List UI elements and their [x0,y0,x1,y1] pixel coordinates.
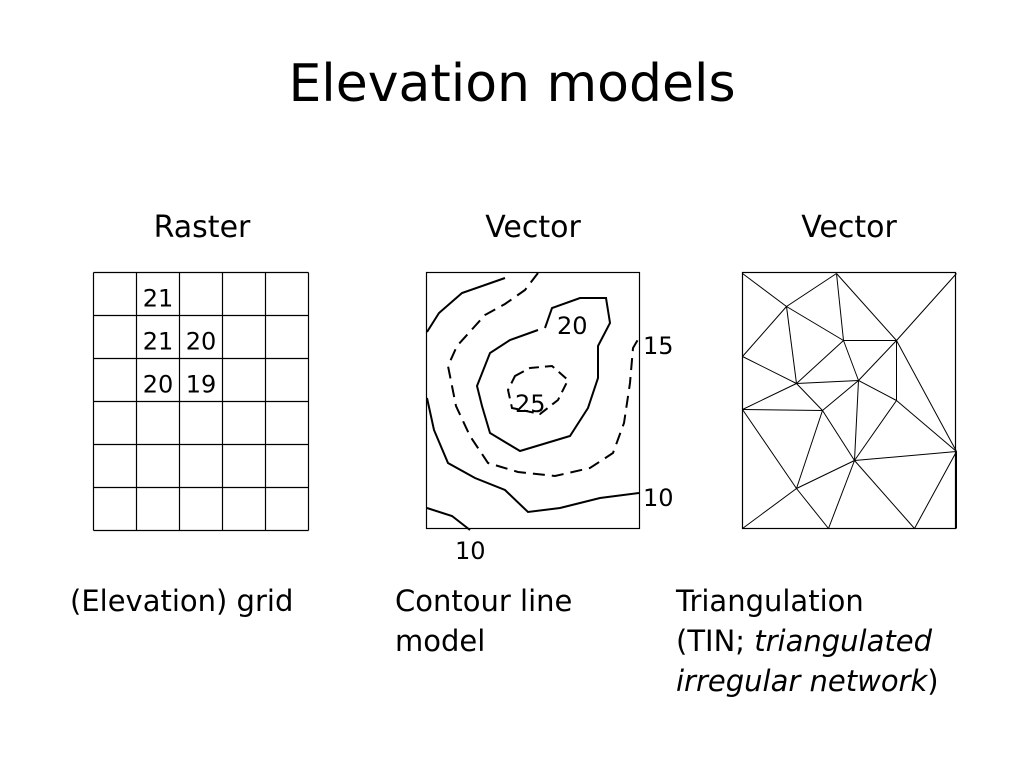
contour-caption: Contour line model [395,581,572,661]
contour-frame [425,271,641,530]
tin-edge [836,273,844,341]
contour-label-20: 20 [557,312,588,340]
raster-grid: 21 21 20 20 19 [92,271,310,532]
contour-line [426,507,471,531]
contour-line [446,272,641,478]
tin-edge [742,488,797,529]
tin-network [741,271,957,530]
grid-cell-value: 21 [143,328,174,356]
contour-caption-line2: model [395,624,486,658]
tin-caption-prefix: (TIN; [676,624,755,658]
tin-edge [854,460,915,529]
contour-caption-line1: Contour line [395,584,573,618]
tin-edge [836,273,897,341]
contour-label-10-right: 10 [643,484,674,512]
slide-title: Elevation models [288,54,736,114]
tin-caption-line1: Triangulation [676,584,864,618]
contour-line [426,397,640,514]
grid-cell-value: 20 [143,371,174,399]
tin-edge [796,460,855,489]
tin-edge [896,400,957,452]
contour-label-10-bottom: 10 [455,537,486,565]
tin-caption-line2: (TIN; triangulated [676,621,939,661]
tin-edge [854,380,859,461]
tin-edge [828,460,855,529]
tin-edge [742,409,797,489]
contour-map: 20 25 [425,271,641,531]
tin-edge [796,410,823,489]
contour-heading: Vector [485,210,581,245]
tin-edge [796,380,859,384]
raster-caption: (Elevation) grid [70,584,294,618]
grid-cell-value: 19 [186,371,217,399]
tin-edge [786,273,837,307]
grid-cell-value: 21 [143,285,174,313]
tin-edge [742,273,787,307]
contour-line [426,277,506,333]
raster-heading: Raster [153,210,251,245]
tin-edge [796,488,829,529]
grid-cell-value: 20 [186,328,217,356]
tin-edge [742,383,797,410]
tin-edge [742,356,797,384]
contour-line [506,364,570,416]
tin-caption: Triangulation (TIN; triangulated irregul… [676,581,939,701]
tin-edge [854,400,897,461]
tin-edge [843,340,859,381]
tin-edge [896,273,957,341]
tin-edge [858,380,897,401]
tin-edge [742,306,787,357]
tin-edge [854,451,957,461]
tin-caption-suffix: ) [927,664,939,698]
tin-edge [822,380,859,411]
tin-edge [796,383,823,411]
tin-caption-line3: irregular network) [676,661,939,701]
tin-edge [742,409,823,411]
tin-caption-italic-2: irregular network [676,664,928,698]
contour-label-15: 15 [643,332,674,360]
tin-edge [822,410,855,461]
tin-edge [858,340,897,381]
tin-edge [786,306,844,341]
tin-edge [786,306,797,384]
tin-edge [796,340,844,384]
tin-heading: Vector [801,210,897,245]
tin-caption-italic-1: triangulated [754,624,933,658]
contour-line [475,297,612,453]
tin-edge [914,451,957,529]
tin-edge [896,340,957,452]
contour-label-25: 25 [515,390,546,418]
